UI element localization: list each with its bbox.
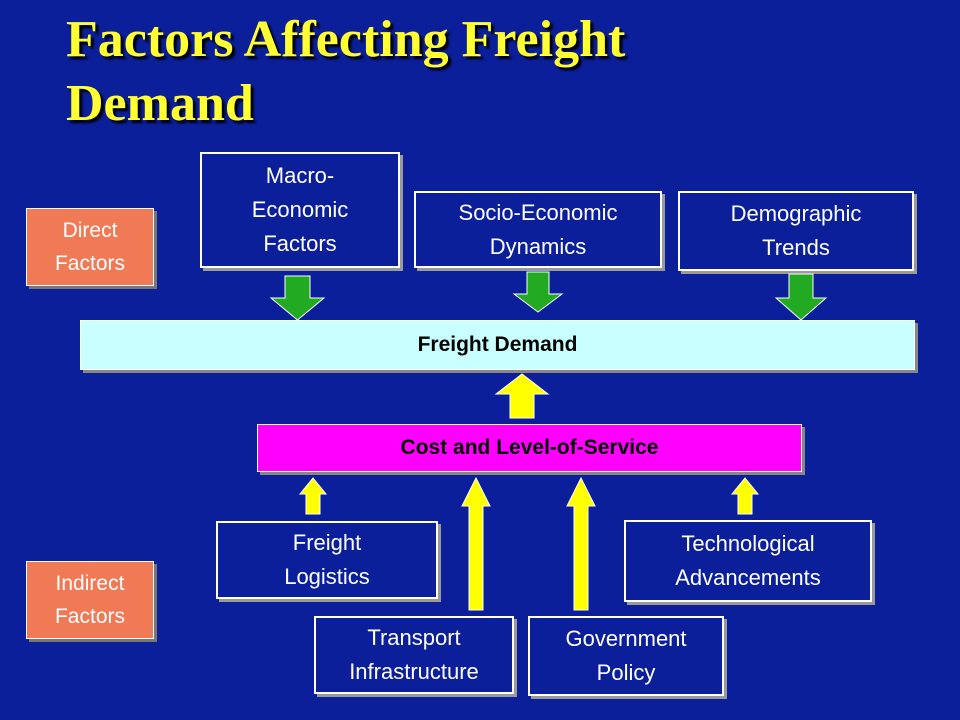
demographic-trends-box: Demographic Trends [678, 191, 914, 271]
cost-to-demand-arrow [494, 373, 550, 419]
macro-economic-factors-box: Macro- Economic Factors [200, 152, 400, 268]
government-policy-text: Government Policy [565, 626, 687, 685]
technological-advancements-text: Technological Advancements [675, 531, 821, 590]
freight-logistics-text: Freight Logistics [284, 530, 370, 589]
indirect-factors-text: Indirect Factors [54, 572, 125, 628]
macro-to-demand-arrow [269, 275, 326, 321]
policy-to-cost-arrow [566, 476, 596, 611]
cost-level-of-service-bar: Cost and Level-of-Service [257, 424, 802, 472]
freight-demand-bar: Freight Demand [80, 320, 915, 370]
logistics-to-cost-arrow [298, 477, 328, 515]
socio-economic-dynamics-text: Socio-Economic Dynamics [458, 199, 618, 259]
transport-infrastructure-box: Transport Infrastructure [314, 616, 514, 694]
freight-demand-text: Freight Demand [417, 333, 578, 356]
transport-infrastructure-text: Transport Infrastructure [349, 625, 479, 684]
technology-to-cost-arrow [730, 477, 760, 515]
government-policy-box: Government Policy [528, 616, 724, 696]
slide-title-text: Factors Affecting Freight Demand [66, 11, 626, 132]
demographic-to-demand-arrow [774, 273, 828, 321]
socio-economic-dynamics-box: Socio-Economic Dynamics [414, 191, 662, 268]
freight-logistics-box: Freight Logistics [216, 521, 438, 599]
infrastructure-to-cost-arrow [461, 476, 491, 611]
slide-title: Factors Affecting Freight Demand [66, 8, 886, 136]
technological-advancements-box: Technological Advancements [624, 520, 872, 602]
socio-to-demand-arrow [512, 271, 564, 313]
indirect-factors-label: Indirect Factors [26, 561, 154, 639]
demographic-trends-text: Demographic Trends [730, 201, 862, 260]
macro-economic-factors-text: Macro- Economic Factors [251, 163, 349, 256]
cost-level-of-service-text: Cost and Level-of-Service [400, 436, 659, 459]
direct-factors-label: Direct Factors [26, 208, 154, 286]
direct-factors-text: Direct Factors [54, 219, 125, 275]
